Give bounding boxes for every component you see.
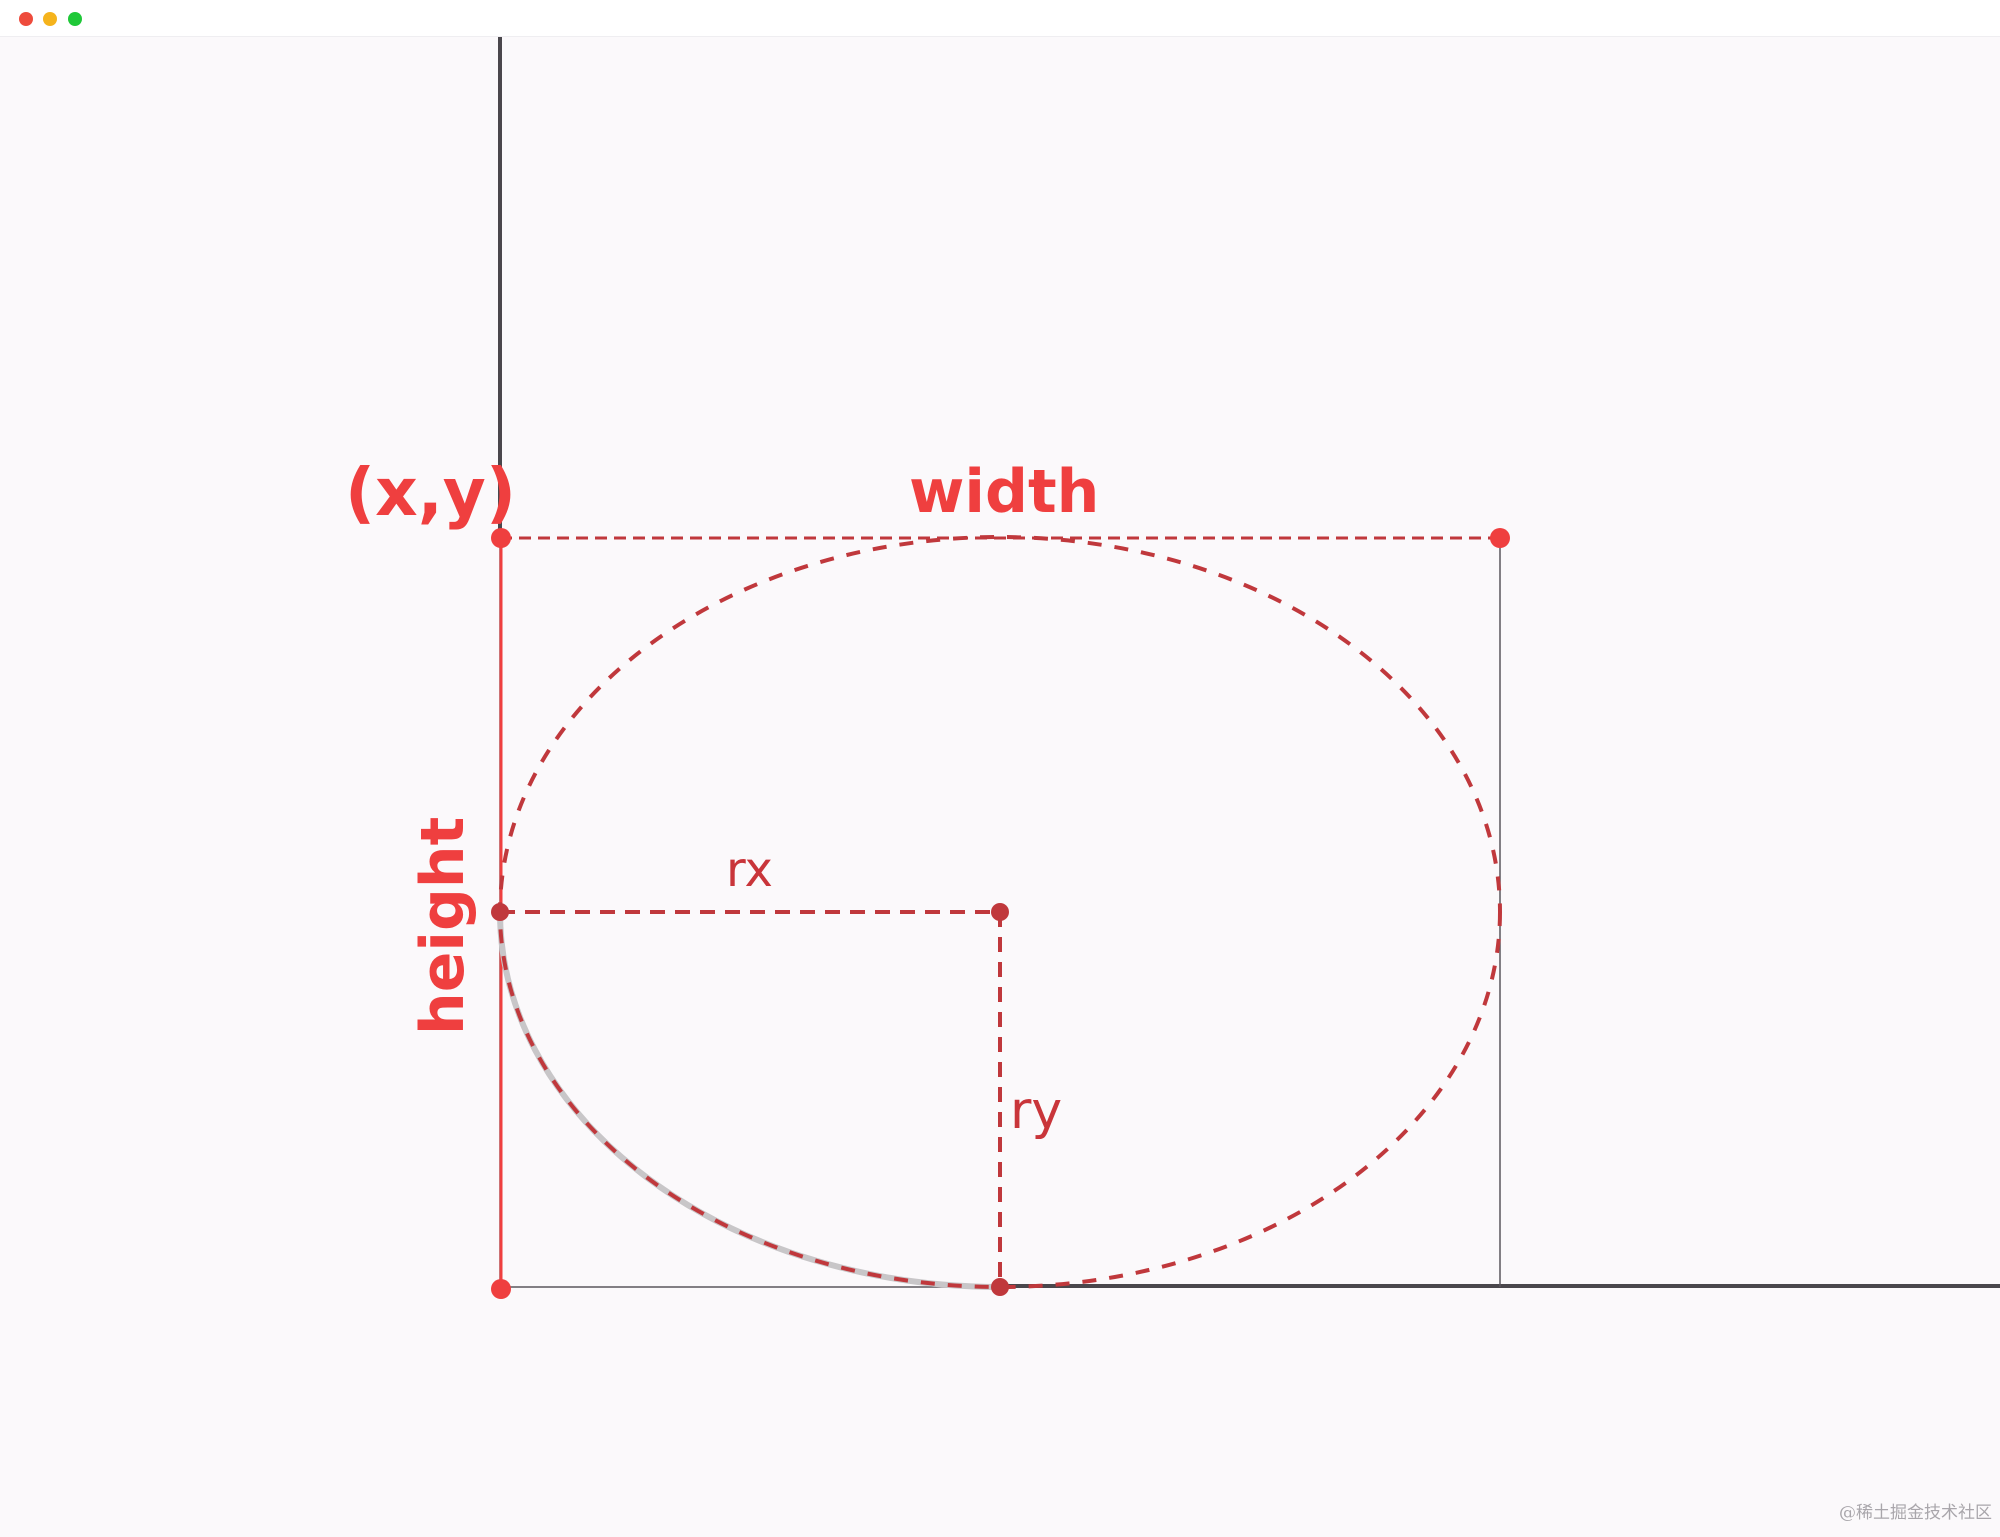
ellipse-center-point (991, 903, 1009, 921)
origin-point (491, 528, 511, 548)
origin-label: (x,y) (345, 454, 516, 531)
ellipse-bottom-point (991, 1278, 1009, 1296)
window-titlebar (0, 0, 2000, 37)
ellipse-left-point (491, 903, 509, 921)
width-label: width (909, 457, 1099, 527)
ry-label: ry (1010, 1081, 1062, 1141)
maximize-window-button[interactable] (68, 12, 82, 26)
width-end-point (1490, 528, 1510, 548)
rx-label: rx (726, 842, 773, 898)
bottom-left-arc-highlight (497, 911, 1001, 1290)
watermark-text: @稀土掘金技术社区 (1839, 1503, 1992, 1523)
height-end-point (491, 1279, 511, 1299)
minimize-window-button[interactable] (43, 12, 57, 26)
close-window-button[interactable] (19, 12, 33, 26)
height-label: height (408, 817, 478, 1035)
